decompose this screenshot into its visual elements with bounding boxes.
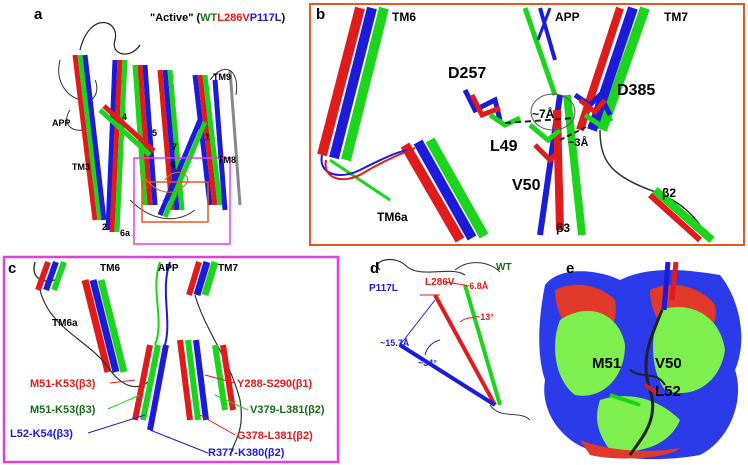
panel-a-structure xyxy=(58,21,242,245)
panel-d-structure xyxy=(377,258,531,421)
panel-e-letter: e xyxy=(566,260,575,277)
panel-d-distance-6-8a: ~6.8Å xyxy=(464,281,489,291)
panel-b-d385-label: D385 xyxy=(617,82,656,99)
panel-a-helix-4-label: 4 xyxy=(122,112,128,122)
panel-b-app-label: APP xyxy=(555,10,580,24)
panel-c-tm7-label: TM7 xyxy=(218,263,238,274)
panel-a-helix-2-label: 2 xyxy=(102,222,108,232)
panel-b-structure xyxy=(317,6,715,244)
panel-b-tm7-label: TM7 xyxy=(664,10,688,24)
panel-a-title-suffix: ) xyxy=(281,12,286,24)
panel-d-l286v-label: L286V xyxy=(425,277,455,288)
panel-a-tm9-label: TM9 xyxy=(213,72,231,82)
panel-a-title: "Active" (WTL286VP117L) xyxy=(150,12,285,24)
panel-b-tm6a-label: TM6a xyxy=(377,210,408,224)
panel-a-title-l286v: L286V xyxy=(217,12,250,24)
panel-c-structure xyxy=(33,260,249,456)
panel-c-m51-k53-red-label: M51-K53(β3) xyxy=(30,378,96,390)
panel-a-helix-5-label: 5 xyxy=(152,128,158,138)
panel-c-tm6-label: TM6 xyxy=(100,263,120,274)
panel-e-m51-label: M51 xyxy=(592,355,622,372)
panel-a-title-wt: WT xyxy=(200,12,218,24)
panel-d-letter: d xyxy=(370,260,380,277)
panel-d-angle-13: ~13° xyxy=(475,312,494,322)
panel-a-tm8-label: TM8 xyxy=(218,155,236,165)
panel-b-letter: b xyxy=(316,6,326,23)
panel-c-app-label: APP xyxy=(158,263,179,274)
panel-a-helix-6a-label: 6a xyxy=(120,228,131,238)
panel-c-letter: c xyxy=(8,260,17,277)
panel-e-v50-label: V50 xyxy=(655,355,682,372)
panel-c-l52-k54-blue-label: L52-K54(β3) xyxy=(10,428,73,440)
panel-c-r377-k380-label: R377-K380(β2) xyxy=(208,447,285,459)
panel-b-beta3-label: β3 xyxy=(556,221,570,235)
panel-c-m51-k53-green-label: M51-K53(β3) xyxy=(30,404,96,416)
panel-b-distance-7a: ~7Å xyxy=(532,107,555,121)
panel-c-frame xyxy=(2,255,340,464)
panel-e-l52-label: L52 xyxy=(655,383,681,400)
panel-e-structure xyxy=(539,261,742,460)
panel-c-y288-s290-label: Y288-S290(β1) xyxy=(237,378,313,390)
panel-b-distance-3a: ~3Å xyxy=(568,137,589,149)
panel-d-p117l-label: P117L xyxy=(369,283,398,294)
panel-b-d257-label: D257 xyxy=(448,65,487,82)
panel-a-title-prefix: "Active" ( xyxy=(150,12,201,24)
panel-b-l49-label: L49 xyxy=(490,138,518,155)
panel-d-distance-15-7a: ~15.7Å xyxy=(380,338,410,348)
panel-a-helix-7-label: 7 xyxy=(172,142,178,152)
panel-b-v50-label: V50 xyxy=(512,177,541,194)
panel-a-helix-1-label: 1 xyxy=(205,132,211,142)
panel-a-helix-6-label: 6 xyxy=(170,160,176,170)
panel-a-app-label: APP xyxy=(52,118,71,128)
panel-a-letter: a xyxy=(34,6,43,23)
panel-c-g378-l381-label: G378-L381(β2) xyxy=(237,430,313,442)
panel-c-v379-l381-label: V379-L381(β2) xyxy=(250,404,325,416)
panel-b-tm6-label: TM6 xyxy=(392,10,416,24)
panel-c-tm6a-label: TM6a xyxy=(52,318,78,329)
panel-d-wt-label: WT xyxy=(496,262,512,273)
panel-a-title-p117l: P117L xyxy=(249,12,282,24)
panel-b-beta2-label: β2 xyxy=(662,186,676,200)
panel-a-tm3-label: TM3 xyxy=(72,162,90,172)
panel-d-angle-34: ~34° xyxy=(418,358,437,368)
